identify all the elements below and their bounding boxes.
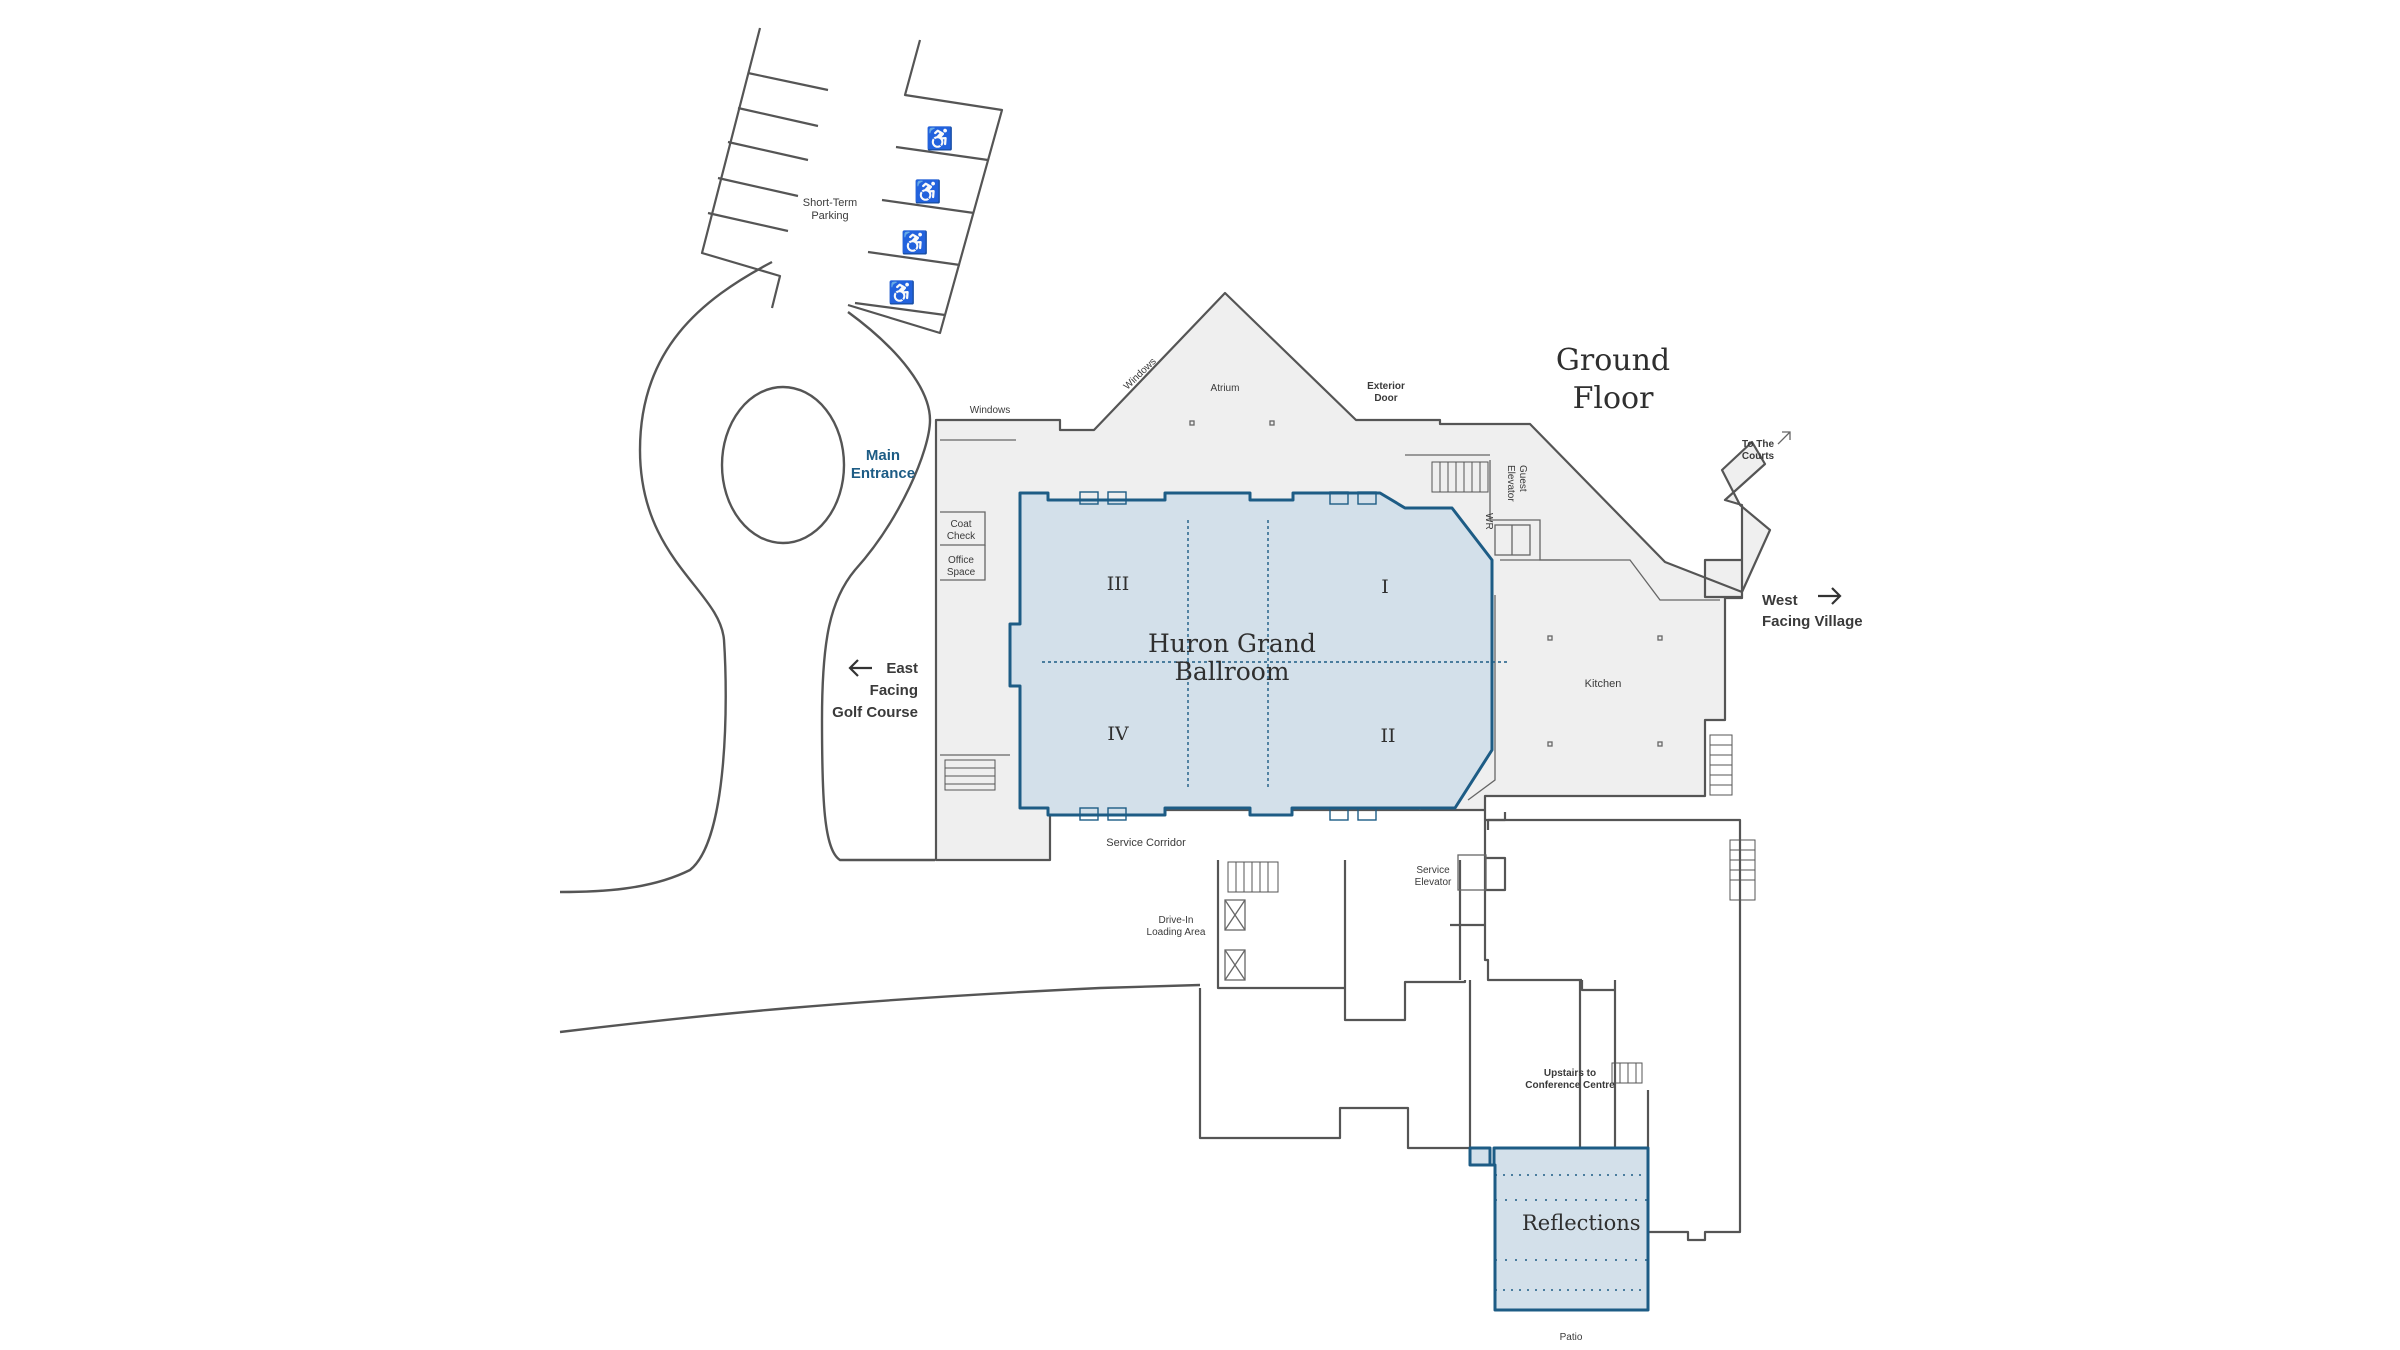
service-area	[1198, 810, 1742, 1242]
ballroom-section-i[interactable]: I	[1381, 576, 1389, 598]
office-space-label: Office	[948, 555, 974, 566]
floor-title: Ground	[1556, 343, 1670, 378]
svg-text:♿: ♿	[926, 126, 953, 151]
ballroom-section-ii[interactable]: II	[1380, 725, 1395, 747]
east-direction-label: Golf Course	[832, 704, 918, 721]
arrow-left-icon	[848, 659, 872, 677]
stairs-icon	[1431, 461, 1489, 493]
wr-label: WR	[1483, 513, 1494, 530]
windows-label: Windows	[970, 405, 1011, 416]
loading-area-label: Drive-In	[1158, 915, 1193, 926]
patio-label: Patio	[1560, 1332, 1583, 1343]
wheelchair-icon: ♿	[914, 179, 941, 204]
arrow-up-right-icon	[1777, 431, 1791, 445]
ballroom-section-iii[interactable]: III	[1107, 573, 1130, 595]
wheelchair-icon: ♿	[901, 230, 928, 255]
east-direction-label: East	[886, 660, 918, 677]
west-direction-label: Facing Village	[1762, 613, 1863, 630]
main-entrance-label[interactable]: Main	[866, 447, 900, 464]
short-term-parking-lot: ♿ ♿ ♿ ♿ Short-Term Parking	[700, 27, 1004, 335]
reflections-room[interactable]: Reflections	[1468, 1146, 1650, 1312]
wheelchair-icon: ♿	[926, 126, 953, 151]
interior-walls	[940, 420, 1756, 901]
arrow-right-icon	[1818, 587, 1842, 605]
exterior-door-label: Door	[1374, 393, 1397, 404]
guest-elevator-label: Guest	[1517, 465, 1528, 492]
wheelchair-icon: ♿	[888, 280, 915, 305]
loading-area-label: Loading Area	[1147, 927, 1206, 938]
stairs-icon	[1227, 861, 1279, 893]
kitchen-label: Kitchen	[1585, 678, 1622, 690]
upstairs-label: Conference Centre	[1525, 1080, 1615, 1091]
to-courts-label: Courts	[1742, 451, 1775, 462]
floor-title: Floor	[1573, 381, 1655, 416]
stairs-icon	[944, 759, 996, 791]
svg-text:♿: ♿	[888, 280, 915, 305]
to-courts-label: To The	[1742, 439, 1774, 450]
service-elevator-label: Service	[1416, 865, 1450, 876]
parking-label: Short-Term	[803, 197, 857, 209]
stairs-icon	[1611, 1062, 1643, 1084]
parking-label: Parking	[811, 210, 848, 222]
service-elevator-box	[1457, 854, 1487, 891]
huron-grand-ballroom[interactable]: III I IV II Huron Grand Ballroom	[1008, 491, 1510, 821]
driveway	[559, 260, 1201, 1034]
svg-text:♿: ♿	[901, 230, 928, 255]
guest-elevator-label: Elevator	[1505, 465, 1516, 502]
coat-check-label: Check	[947, 531, 976, 542]
svg-text:♿: ♿	[914, 179, 941, 204]
coat-check-label: Coat	[950, 519, 971, 530]
upstairs-label: Upstairs to	[1544, 1068, 1596, 1079]
main-entrance-label[interactable]: Entrance	[851, 465, 915, 482]
reflections-name: Reflections	[1522, 1211, 1641, 1235]
ballroom-name: Ballroom	[1174, 657, 1289, 686]
east-direction-label: Facing	[870, 682, 918, 699]
exterior-door-label: Exterior	[1367, 381, 1405, 392]
service-elevator-label: Elevator	[1415, 877, 1452, 888]
service-corridor-label: Service Corridor	[1106, 837, 1186, 849]
stairs-icon	[1709, 734, 1733, 796]
atrium-label: Atrium	[1211, 383, 1240, 394]
stairs-icon	[1729, 839, 1756, 901]
ballroom-name: Huron Grand	[1148, 629, 1316, 658]
west-direction-label: West	[1762, 592, 1798, 609]
ballroom-section-iv[interactable]: IV	[1107, 723, 1129, 745]
office-space-label: Space	[947, 567, 976, 578]
